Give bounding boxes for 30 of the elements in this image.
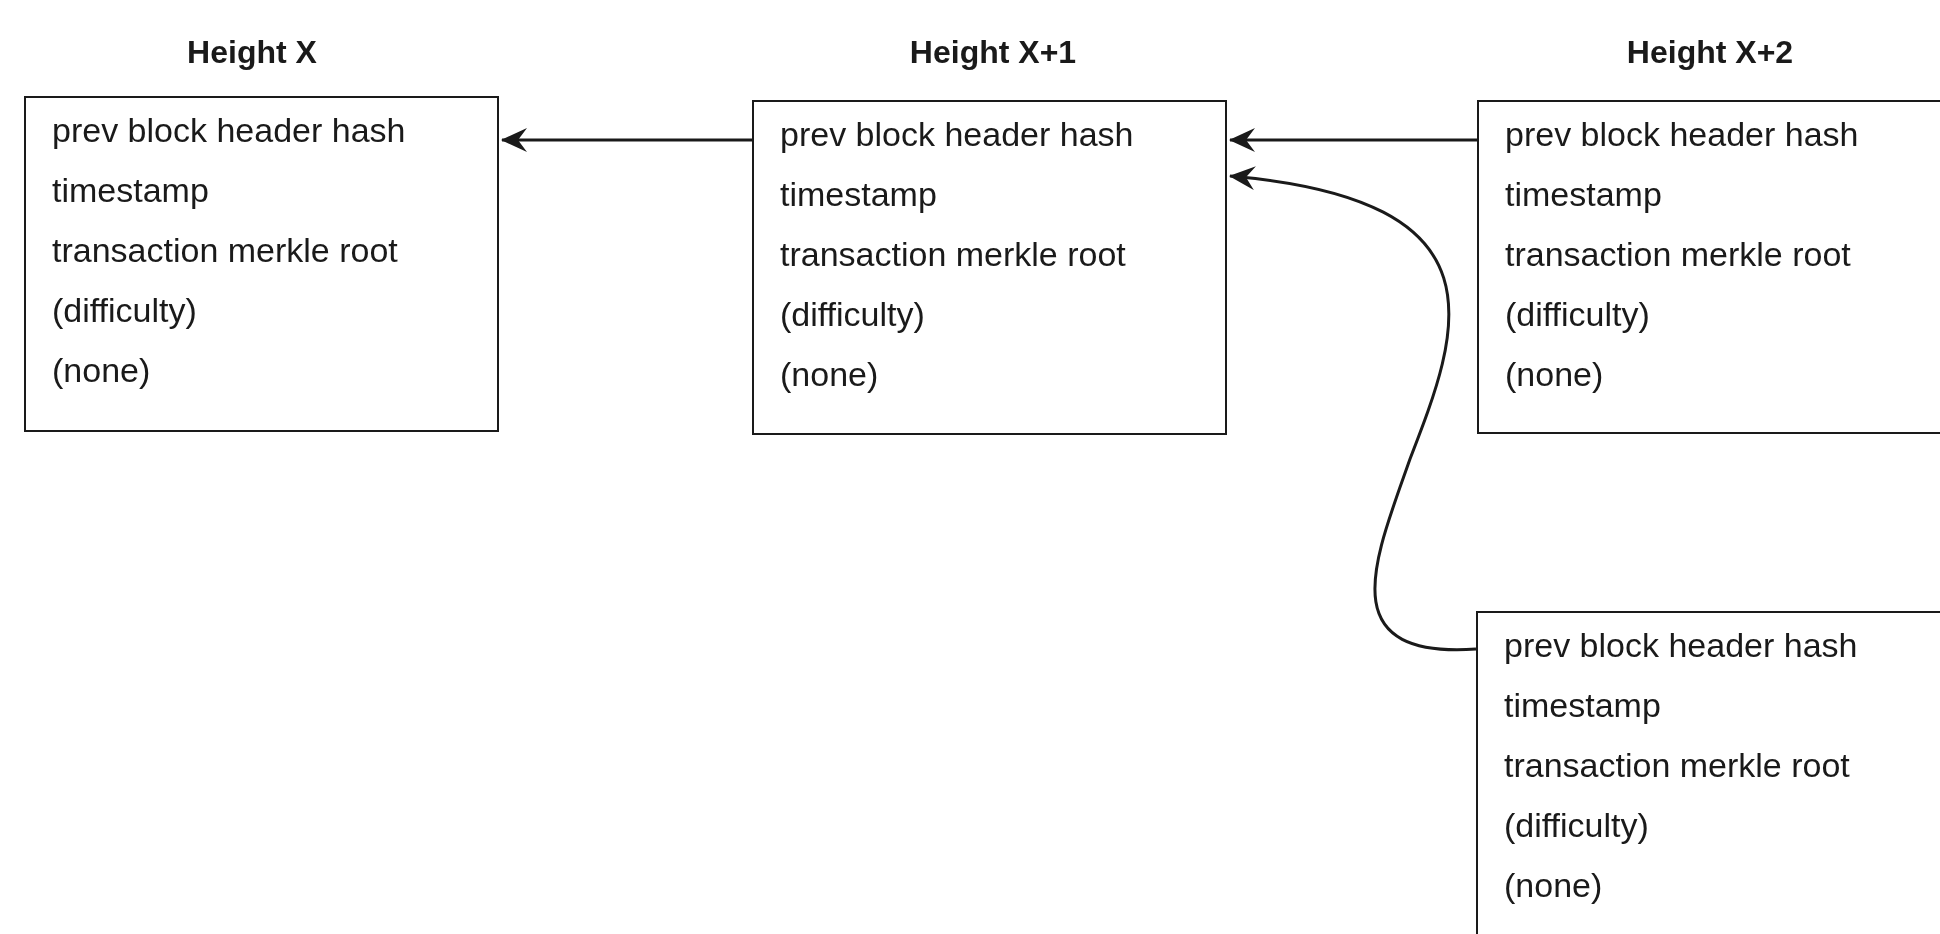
header-field-label: timestamp bbox=[780, 176, 937, 212]
header-field-label: transaction merkle root bbox=[1504, 747, 1850, 783]
header-field-label: (difficulty) bbox=[52, 292, 197, 328]
header-field-label: (difficulty) bbox=[1504, 807, 1649, 843]
header-field-label: (difficulty) bbox=[1505, 296, 1650, 332]
header-field-label: prev block header hash bbox=[780, 116, 1134, 152]
block-height-heading: Height X+2 bbox=[1626, 34, 1794, 71]
block-header-box bbox=[752, 100, 1227, 435]
header-field-label: timestamp bbox=[1505, 176, 1662, 212]
block-header-box bbox=[1476, 611, 1940, 934]
block-header-box bbox=[24, 96, 499, 432]
block-height-heading: Height X bbox=[187, 34, 317, 71]
header-field-label: (none) bbox=[1504, 867, 1603, 903]
header-field-label: timestamp bbox=[52, 172, 209, 208]
header-field-label: prev block header hash bbox=[1504, 627, 1858, 663]
block-header-box bbox=[1477, 100, 1940, 434]
arrow bbox=[501, 128, 752, 152]
header-field-label: prev block header hash bbox=[52, 112, 406, 148]
header-field-label: (difficulty) bbox=[780, 296, 925, 332]
header-field-label: (none) bbox=[52, 352, 151, 388]
header-field-label: prev block header hash bbox=[1505, 116, 1859, 152]
block-height-heading: Height X+1 bbox=[909, 34, 1077, 71]
arrow bbox=[1229, 128, 1477, 152]
header-field-label: (none) bbox=[780, 356, 879, 392]
header-field-label: (none) bbox=[1505, 356, 1604, 392]
header-field-label: transaction merkle root bbox=[52, 232, 398, 268]
header-field-label: transaction merkle root bbox=[780, 236, 1126, 272]
arrow bbox=[1229, 167, 1476, 651]
header-field-label: timestamp bbox=[1504, 687, 1661, 723]
header-field-label: transaction merkle root bbox=[1505, 236, 1851, 272]
